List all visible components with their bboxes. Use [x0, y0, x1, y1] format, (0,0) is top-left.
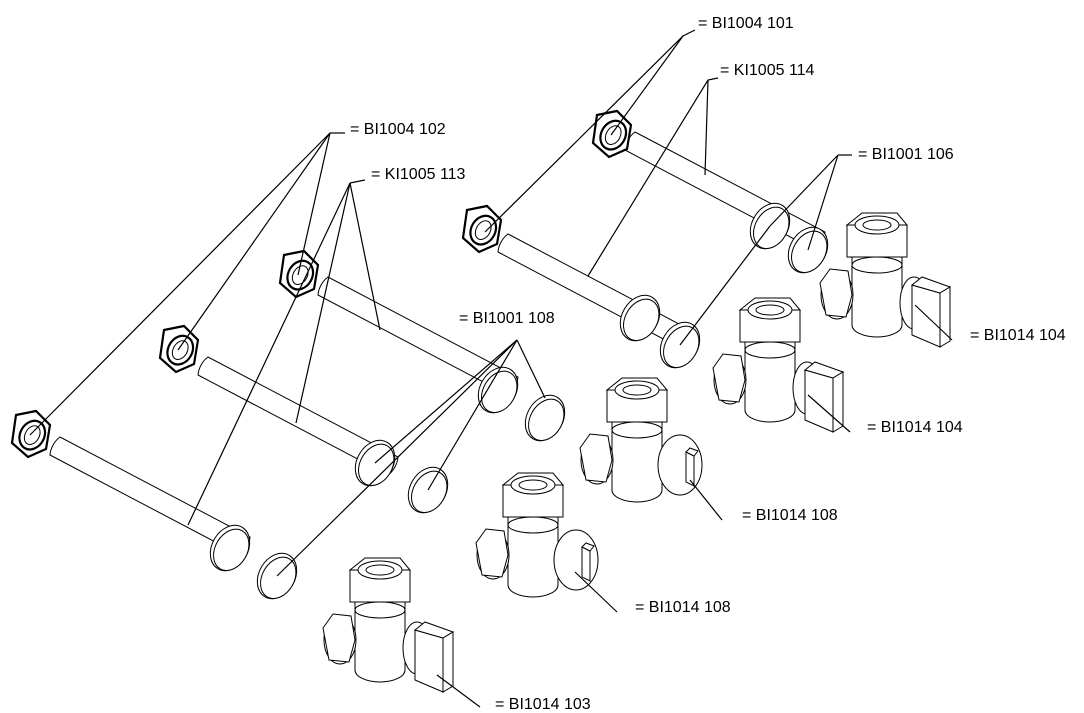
leader-lines — [29, 29, 953, 708]
label-bi1014-104-top: = BI1014 104 — [970, 327, 1066, 344]
label-bi1014-108-top: = BI1014 108 — [742, 507, 838, 524]
nut-part — [461, 204, 503, 254]
valve-lever-part — [322, 557, 454, 693]
label-bi1001-106: = BI1001 106 — [858, 146, 954, 163]
valve-knob-part — [475, 472, 599, 598]
valve-knob-part — [579, 377, 703, 503]
label-ki1005-114: = KI1005 114 — [720, 62, 815, 79]
valve-lever-part — [819, 212, 951, 348]
tube-part — [624, 131, 826, 251]
label-bi1001-108: = BI1001 108 — [459, 310, 555, 327]
label-bi1014-104-bottom: = BI1014 104 — [867, 419, 963, 436]
label-bi1004-101: = BI1004 101 — [698, 15, 794, 32]
label-bi1014-103: = BI1014 103 — [495, 696, 591, 713]
label-bi1014-108-bottom: = BI1014 108 — [635, 599, 731, 616]
label-ki1005-113: = KI1005 113 — [371, 166, 466, 183]
label-bi1004-102: = BI1004 102 — [350, 121, 446, 138]
valve-lever-part — [712, 297, 844, 433]
